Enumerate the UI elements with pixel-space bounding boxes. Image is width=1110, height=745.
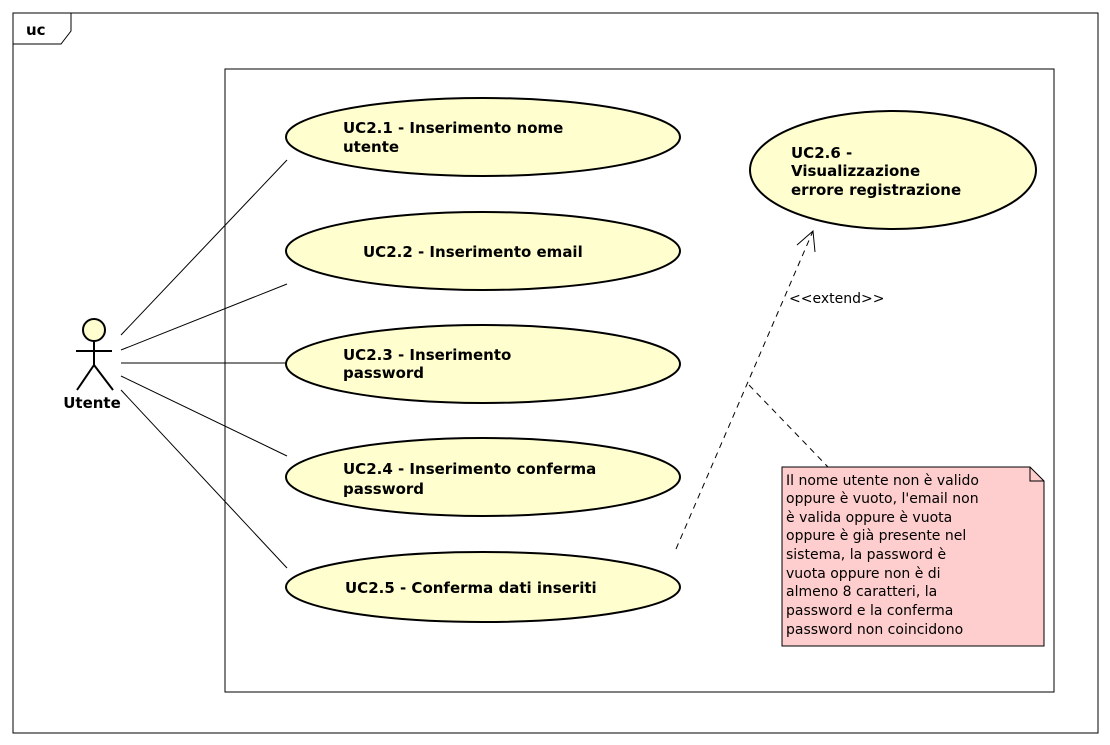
use-case-label: UC2.1 - Inserimento nome utente	[343, 119, 569, 156]
use-case-ellipse	[285, 324, 681, 404]
frame-tab	[12, 12, 72, 45]
note-text: Il nome utente non è valido oppure è vuo…	[786, 473, 983, 638]
use-case-label: UC2.2 - Inserimento email	[363, 243, 583, 261]
note-anchor	[748, 384, 829, 468]
use-case-uc2-1[interactable]: UC2.1 - Inserimento nome utente	[285, 97, 681, 177]
note-body	[781, 466, 1045, 647]
extend-line	[675, 230, 814, 550]
association-uc2-2	[120, 283, 288, 351]
use-case-uc2-2[interactable]: UC2.2 - Inserimento email	[285, 211, 681, 291]
association-uc2-5	[120, 389, 288, 569]
use-case-label: UC2.4 - Inserimento conferma password	[343, 460, 601, 498]
use-case-label: UC2.5 - Conferma dati inseriti	[345, 579, 597, 597]
actor-name: Utente	[63, 394, 121, 412]
extend-stereotype: <<extend>>	[789, 291, 884, 307]
actor-utente[interactable]: Utente	[63, 318, 121, 412]
actor-right-leg	[93, 364, 114, 391]
use-case-ellipse	[285, 211, 681, 291]
extend-arrowhead	[796, 229, 816, 253]
association-uc2-1	[120, 159, 288, 336]
condition-note: Il nome utente non è valido oppure è vuo…	[781, 466, 1045, 647]
extend-relationship: <<extend>>	[675, 229, 884, 550]
association-uc2-4	[120, 375, 288, 457]
use-case-ellipse	[749, 110, 1037, 230]
use-case-label: UC2.3 - Inserimento password	[343, 346, 517, 382]
use-case-uc2-6[interactable]: UC2.6 - Visualizzazione errore registraz…	[749, 110, 1037, 230]
actor-head	[82, 318, 106, 342]
use-case-label: UC2.6 - Visualizzazione errore registraz…	[791, 144, 961, 199]
associations	[120, 159, 288, 569]
note-fold	[1029, 467, 1044, 482]
use-case-ellipse	[285, 97, 681, 177]
use-case-uc2-5[interactable]: UC2.5 - Conferma dati inseriti	[285, 551, 681, 623]
frame-label: uc	[26, 21, 46, 39]
actor-left-leg	[76, 364, 95, 391]
use-case-uc2-4[interactable]: UC2.4 - Inserimento conferma password	[285, 437, 681, 517]
use-case-ellipse	[285, 551, 681, 623]
use-case-uc2-3[interactable]: UC2.3 - Inserimento password	[285, 324, 681, 404]
use-case-ellipse	[285, 437, 681, 517]
